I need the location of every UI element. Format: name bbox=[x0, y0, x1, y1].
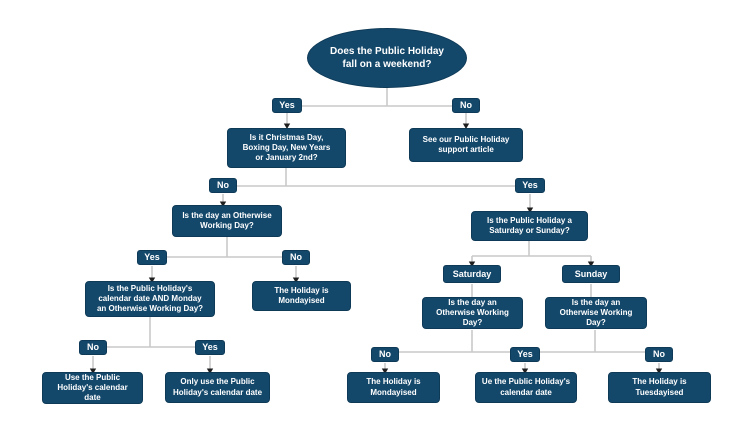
flow-node-use-calendar-date: Use the Public Holiday's calendar date bbox=[42, 372, 143, 404]
flow-node-sat-owd-question: Is the day an Otherwise Working Day? bbox=[422, 297, 523, 329]
edge-label-sat-owd-no: No bbox=[371, 347, 399, 362]
flow-node-christmas-question: Is it Christmas Day, Boxing Day, New Yea… bbox=[227, 128, 346, 168]
flow-node-mondayised-left: The Holiday is Mondayised bbox=[252, 281, 351, 311]
flow-node-owd-question: Is the day an Otherwise Working Day? bbox=[172, 205, 282, 237]
edge-label-weekend-yes: Yes bbox=[272, 98, 302, 113]
edge-label-shared-yes: Yes bbox=[510, 347, 540, 362]
edge-label-weekend-no: No bbox=[452, 98, 480, 113]
edge-label-calmon-yes: Yes bbox=[195, 340, 225, 355]
flow-node-tuesdayised: The Holiday is Tuesdayised bbox=[608, 372, 711, 403]
flow-node-only-use-calendar-date: Only use the Public Holiday's calendar d… bbox=[165, 372, 270, 403]
edge-label-christmas-no: No bbox=[209, 178, 237, 193]
flow-node-ue-calendar-date: Ue the Public Holiday's calendar date bbox=[475, 372, 577, 403]
edge-label-calmon-no: No bbox=[79, 340, 107, 355]
edge-label-saturday: Saturday bbox=[443, 265, 501, 283]
flow-node-support-article: See our Public Holiday support article bbox=[409, 128, 523, 162]
edge-label-owd-no: No bbox=[282, 250, 310, 265]
edge-label-owd-yes: Yes bbox=[137, 250, 167, 265]
flow-node-calendar-monday-question: Is the Public Holiday's calendar date AN… bbox=[85, 281, 215, 317]
arrowheads bbox=[89, 123, 663, 374]
edge-label-sunday: Sunday bbox=[562, 265, 620, 283]
flow-node-sat-sun-question: Is the Public Holiday a Saturday or Sund… bbox=[471, 211, 588, 241]
edge-label-sun-owd-no: No bbox=[645, 347, 673, 362]
flow-node-sun-owd-question: Is the day an Otherwise Working Day? bbox=[545, 297, 647, 329]
edge-label-christmas-yes: Yes bbox=[515, 178, 545, 193]
flow-node-root: Does the Public Holiday fall on a weeken… bbox=[307, 28, 467, 88]
flow-node-mondayised-right: The Holiday is Mondayised bbox=[347, 372, 440, 403]
